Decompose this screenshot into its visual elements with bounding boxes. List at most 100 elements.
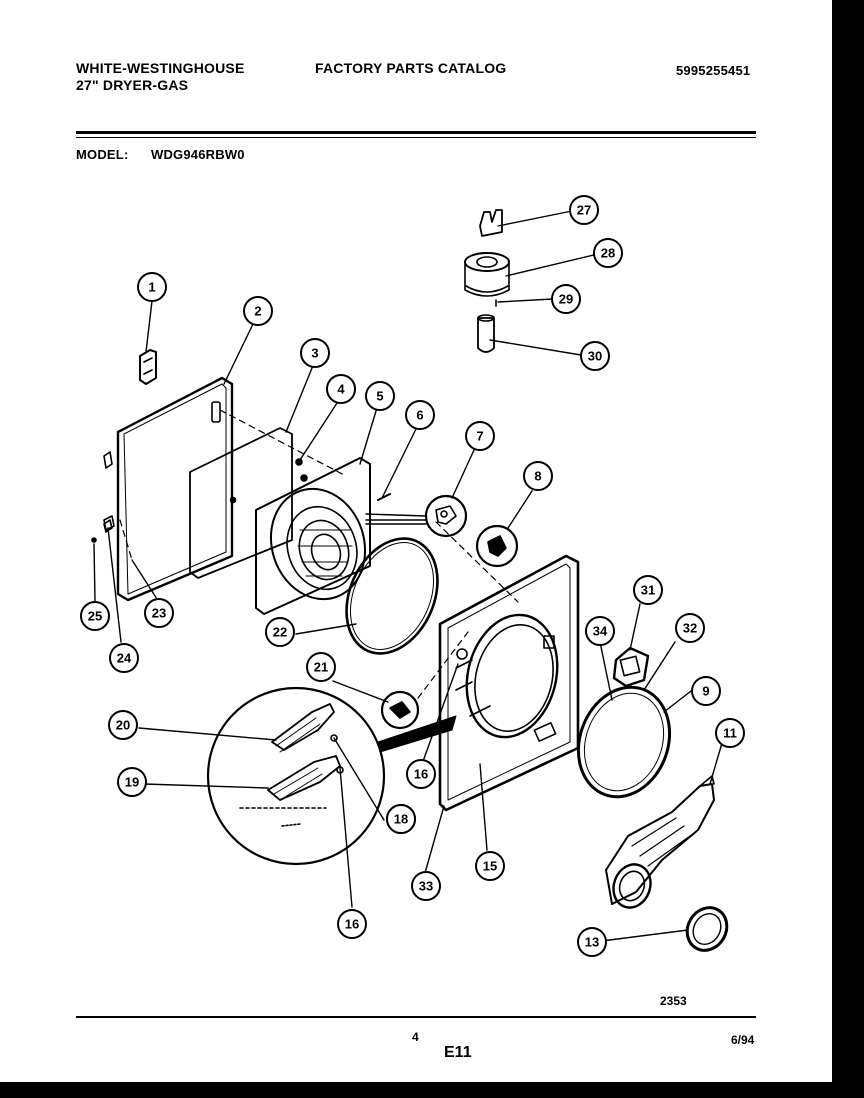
model-number: WDG946RBW0 — [151, 147, 245, 162]
callout-circle — [523, 461, 553, 491]
callout-number: 24 — [117, 651, 132, 666]
callout-circle — [406, 759, 436, 789]
callout-number: 29 — [559, 292, 573, 307]
callout-11: 11 — [715, 718, 745, 748]
callout-16: 16 — [406, 759, 436, 789]
callout-24: 24 — [109, 643, 139, 673]
callout-circle — [405, 400, 435, 430]
callout-28: 28 — [593, 238, 623, 268]
callout-layer: 1234567891113151616171819202122232425272… — [80, 195, 745, 957]
callout-circle — [144, 598, 174, 628]
callout-number: 1 — [148, 280, 155, 295]
callout-number: 16 — [345, 917, 359, 932]
callout-21: 21 — [306, 652, 336, 682]
callout-number: 34 — [593, 624, 608, 639]
callout-8: 8 — [523, 461, 553, 491]
door-seal-ring — [345, 537, 439, 655]
callout-circle — [633, 575, 663, 605]
callout-27: 27 — [569, 195, 599, 225]
callout-circle — [715, 718, 745, 748]
callout-number: 13 — [585, 935, 599, 950]
page-number: 4 — [412, 1030, 419, 1044]
callout-number: 3 — [311, 346, 318, 361]
callout-number: 25 — [88, 609, 102, 624]
callout-number: 15 — [483, 859, 497, 874]
door-catch-part — [380, 690, 420, 730]
callout-30: 30 — [580, 341, 610, 371]
callout-13: 13 — [577, 927, 607, 957]
brand-title: WHITE-WESTINGHOUSE — [76, 60, 245, 76]
callout-circle — [386, 804, 416, 834]
callout-circle — [465, 421, 495, 451]
callout-34: 34 — [585, 616, 615, 646]
callout-number: 8 — [534, 469, 541, 484]
callout-number: 22 — [273, 625, 287, 640]
callout-number: 20 — [116, 718, 130, 733]
callout-circle — [306, 652, 336, 682]
callout-circle — [691, 676, 721, 706]
screw-part-6 — [377, 493, 391, 501]
drum-seal-ring — [576, 685, 672, 799]
footer-rule — [76, 1016, 756, 1018]
door-switch-assembly — [464, 209, 510, 353]
light-lens — [612, 646, 650, 688]
catalog-title: FACTORY PARTS CATALOG — [315, 60, 507, 76]
callout-5: 5 — [365, 381, 395, 411]
screw-part-4 — [295, 458, 308, 482]
callout-circle — [569, 195, 599, 225]
callout-number: 2 — [254, 304, 261, 319]
header-rule-thin — [76, 137, 756, 138]
callout-4: 4 — [326, 374, 356, 404]
callout-circle — [551, 284, 581, 314]
section-code: E11 — [444, 1044, 472, 1061]
callout-circle — [80, 601, 110, 631]
callout-33: 33 — [411, 871, 441, 901]
callout-circle — [577, 927, 607, 957]
callout-22: 22 — [265, 617, 295, 647]
drawing-number: 2353 — [660, 994, 687, 1008]
small-fasteners — [91, 519, 113, 543]
callout-circle — [137, 272, 167, 302]
callout-circle — [675, 613, 705, 643]
callout-circle — [265, 617, 295, 647]
inner-door-panel — [189, 427, 293, 579]
callout-number: 30 — [588, 349, 602, 364]
callout-number: 4 — [337, 382, 345, 397]
header-rule-thick — [76, 131, 756, 134]
callout-circle — [108, 710, 138, 740]
callout-23: 23 — [144, 598, 174, 628]
callout-circle — [300, 338, 330, 368]
callout-circle — [117, 767, 147, 797]
door-hinge-part — [139, 349, 157, 385]
assembly-guide-lines — [119, 409, 519, 699]
callout-number: 7 — [476, 429, 483, 444]
callout-2: 2 — [243, 296, 273, 326]
model-label: MODEL: — [76, 147, 129, 162]
footer-date: 6/94 — [731, 1033, 755, 1047]
callout-number: 18 — [394, 812, 408, 827]
callout-3: 3 — [300, 338, 330, 368]
callout-number: 33 — [419, 879, 433, 894]
callout-18: 18 — [386, 804, 416, 834]
callout-number: 9 — [702, 684, 709, 699]
callout-number: 31 — [641, 583, 655, 598]
callout-circle — [337, 909, 367, 939]
callout-number: 16 — [414, 767, 428, 782]
door-catch-detail — [424, 494, 468, 538]
callout-circle — [585, 616, 615, 646]
callout-number: 11 — [723, 726, 737, 741]
duct-seal-ring — [685, 906, 729, 952]
outer-door-panel — [103, 376, 234, 602]
callout-number: 23 — [152, 606, 166, 621]
callout-16-b: 16 — [337, 909, 367, 939]
callout-circle — [580, 341, 610, 371]
callout-15: 15 — [475, 851, 505, 881]
callout-number: 28 — [601, 246, 615, 261]
callout-circle — [411, 871, 441, 901]
callout-circle — [243, 296, 273, 326]
door-liner — [255, 457, 371, 615]
callout-circle — [365, 381, 395, 411]
callout-25: 25 — [80, 601, 110, 631]
